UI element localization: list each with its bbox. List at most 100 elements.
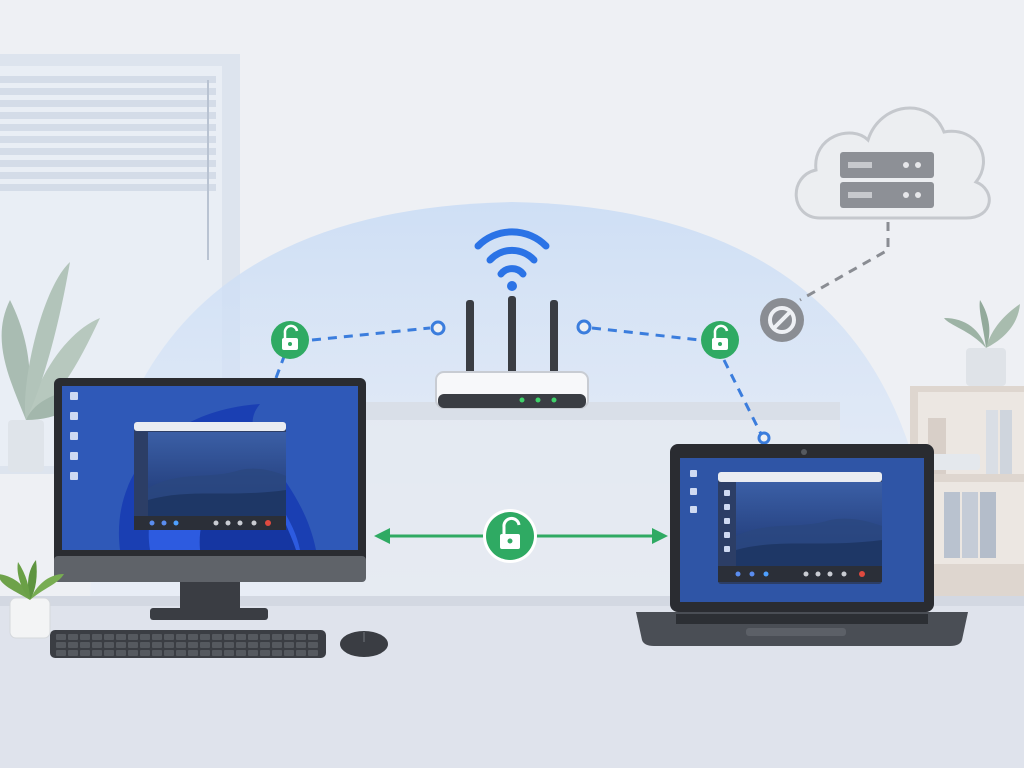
keyboard-key [176,650,186,656]
unlocked-padlock-icon [483,509,537,563]
wifi-router-icon [435,296,589,409]
desktop-app-window [134,422,286,530]
keyboard-key [56,634,66,640]
laptop-app-window [718,472,882,584]
laptop-icon [636,444,968,646]
keyboard-key [236,650,246,656]
keyboard-key [68,642,78,648]
keyboard-key [116,634,126,640]
keyboard-key [128,642,138,648]
link-desktop-router-dashed [274,326,431,379]
cloud-server-icon [794,106,991,220]
keyboard-key [152,634,162,640]
keyboard-key [92,650,102,656]
keyboard-key [284,642,294,648]
wifi-signal-icon [474,228,550,291]
keyboard-key [140,642,150,648]
keyboard-key [308,650,318,656]
keyboard-key [116,642,126,648]
keyboard-key [272,634,282,640]
keyboard-key [236,642,246,648]
keyboard-key [248,634,258,640]
blind-slat [0,100,216,107]
link-endpoint-dot [430,320,446,336]
keyboard-key [200,634,210,640]
keyboard-key [248,642,258,648]
keyboard-key [104,650,114,656]
blind-slat [0,160,216,167]
keyboard-key [176,634,186,640]
keyboard-key [104,634,114,640]
window-with-blinds [0,54,240,474]
keyboard-key [212,634,222,640]
keyboard-key [104,642,114,648]
blind-slat [0,184,216,191]
keyboard-key [152,650,162,656]
keyboard-key [272,642,282,648]
unlocked-padlock-icon [271,321,309,359]
link-endpoint-dot [576,319,592,335]
keyboard-key [284,650,294,656]
blind-slat [0,88,216,95]
keyboard-key [308,634,318,640]
back-shelf [300,402,840,420]
keyboard-key [152,642,162,648]
keyboard-key [248,650,258,656]
keyboard-key [68,650,78,656]
keyboard-key [140,634,150,640]
keyboard-key [272,650,282,656]
keyboard-key [296,634,306,640]
keyboard-key [224,650,234,656]
link-router-laptop-dashed [591,326,764,437]
keyboard-key [176,642,186,648]
unlocked-padlock-icon [701,321,739,359]
keyboard-key [212,650,222,656]
keyboard-key [296,642,306,648]
keyboard-key [116,650,126,656]
keyboard-key [56,642,66,648]
keyboard-key [56,650,66,656]
keyboard-key [200,650,210,656]
blind-slat [0,172,216,179]
mouse-icon [340,631,388,657]
keyboard-key [164,650,174,656]
keyboard-key [80,642,90,648]
blocked-icon [760,298,804,342]
blind-slat [0,148,216,155]
plant-left-decor [1,262,110,472]
keyboard-key [92,642,102,648]
keyboard-key [80,634,90,640]
keyboard-key [224,642,234,648]
keyboard-key [212,642,222,648]
keyboard-key [68,634,78,640]
keyboard-key [164,642,174,648]
link-endpoint-dot [757,431,771,445]
keyboard-key [308,642,318,648]
keyboard-key [260,650,270,656]
keyboard-key [260,642,270,648]
keyboard-key [188,650,198,656]
keyboard-key [224,634,234,640]
keyboard-key [200,642,210,648]
keyboard-key [188,642,198,648]
keyboard-key [296,650,306,656]
blind-slat [0,112,216,119]
keyboard-key [140,650,150,656]
keyboard-key [188,634,198,640]
desk-plant-decor [0,560,64,639]
keyboard-icon [50,630,326,658]
blind-slat [0,76,216,83]
blind-slat [0,136,216,143]
blind-slat [0,124,216,131]
keyboard-key [164,634,174,640]
keyboard-key [284,634,294,640]
keyboard-key [128,634,138,640]
keyboard-key [236,634,246,640]
window-blinds [0,76,216,191]
keyboard-key [128,650,138,656]
desktop-monitor-icon [54,378,366,620]
keyboard-key [92,634,102,640]
keyboard-key [260,634,270,640]
keyboard-key [80,650,90,656]
